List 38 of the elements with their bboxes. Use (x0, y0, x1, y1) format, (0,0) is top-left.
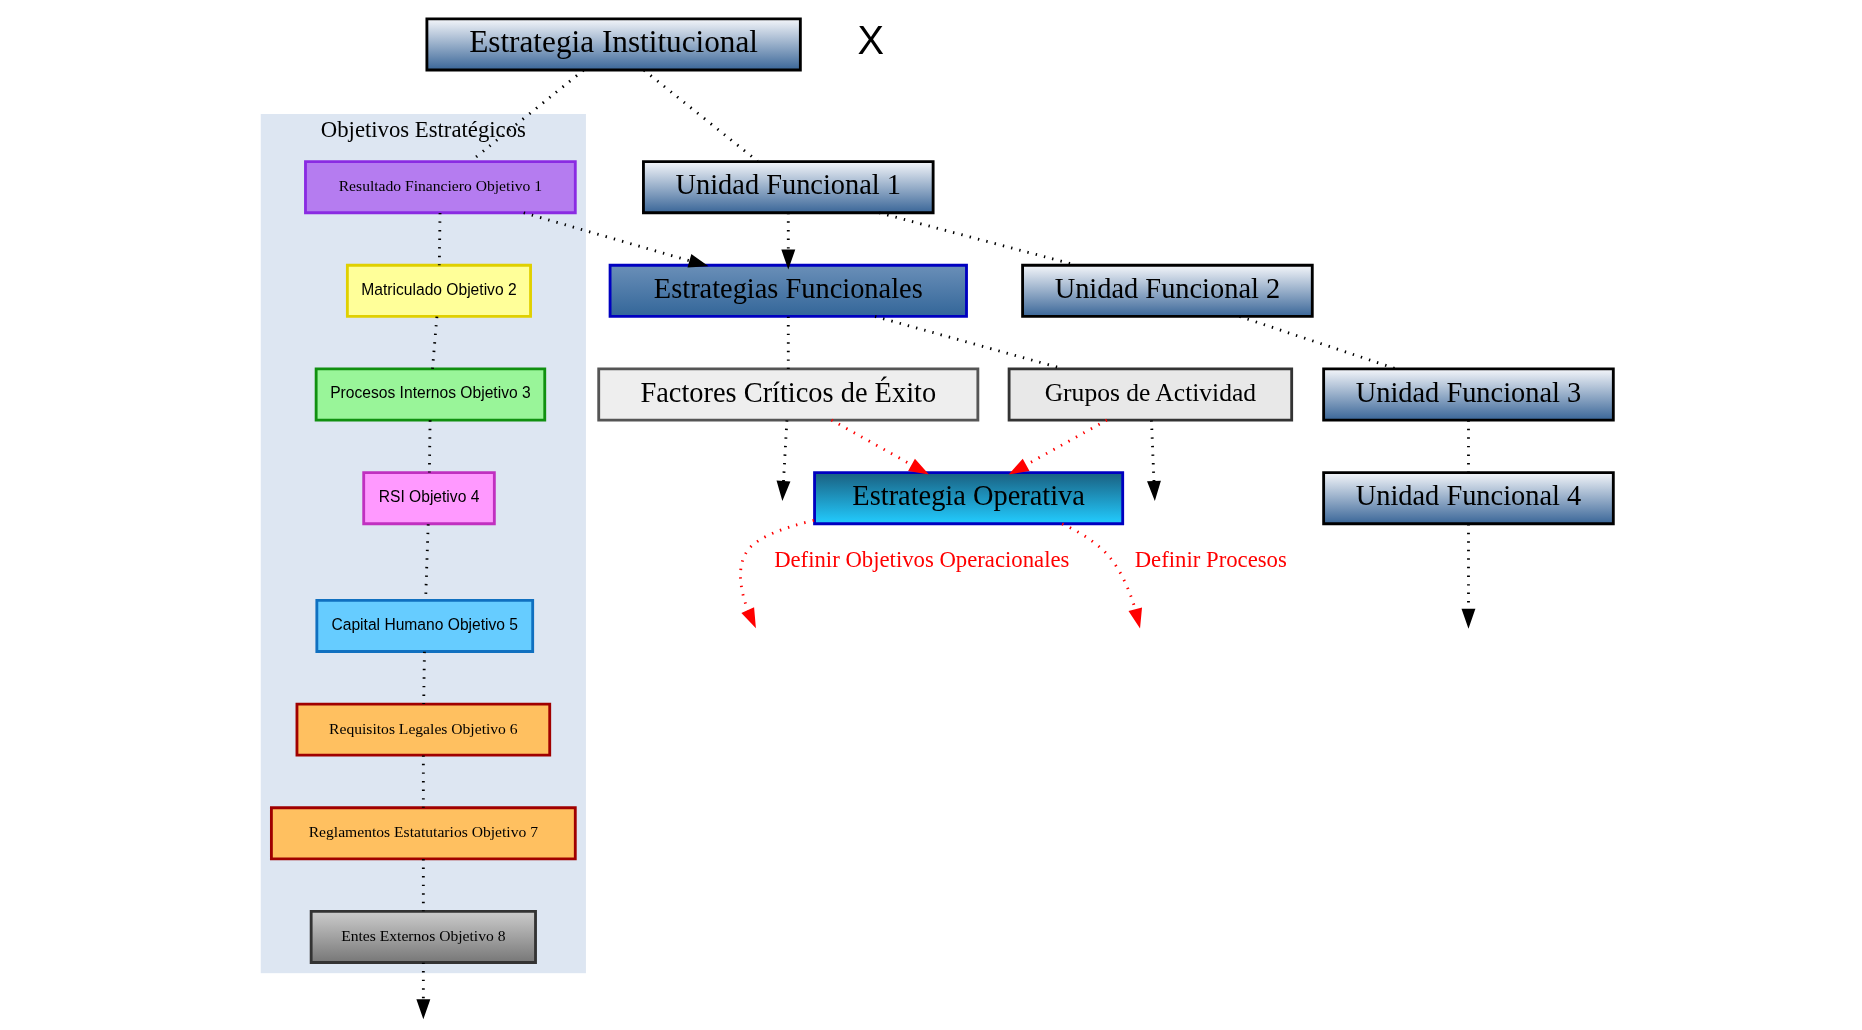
node-box: Resultado Financiero Objetivo 1 (304, 160, 577, 215)
connector (421, 755, 425, 808)
node-box: Unidad Funcional 2 (1021, 263, 1314, 318)
connector (431, 316, 439, 369)
node-box: Procesos Internos Objetivo 3 (314, 367, 547, 422)
node-box: Unidad Funcional 4 (1322, 471, 1615, 526)
node-box: RSI Objetivo 4 (362, 471, 496, 526)
node-box: Unidad Funcional 3 (1322, 367, 1615, 422)
connector (1239, 315, 1397, 371)
arrow (830, 418, 929, 475)
node-box: Estrategia Operativa (813, 471, 1125, 526)
connector (427, 420, 432, 473)
arrow (776, 420, 791, 501)
arrow (1008, 418, 1108, 475)
node-box: Unidad Funcional 1 (642, 160, 935, 215)
arrow (739, 518, 815, 629)
node-box: Reglamentos Estatutarios Objetivo 7 (269, 806, 577, 861)
connector (786, 316, 790, 369)
arrow (781, 213, 796, 270)
edge-label: Definir Procesos (1134, 547, 1287, 573)
node-box: Factores Críticos de Éxito (597, 367, 980, 422)
node-box: Matriculado Objetivo 2 (345, 263, 532, 318)
node-box: Requisitos Legales Objetivo 6 (295, 702, 552, 757)
connector (643, 69, 759, 163)
connector (437, 213, 442, 266)
arrow (1147, 420, 1161, 501)
arrow (416, 962, 431, 1020)
node-box: Capital Humano Objetivo 5 (315, 599, 535, 653)
arrow (523, 211, 709, 268)
arrow (1061, 522, 1143, 629)
node-box: Grupos de Actividad (1007, 367, 1294, 422)
arrow (1461, 524, 1476, 629)
node-box: Estrategia Institucional (425, 17, 802, 72)
node-box: Estrategias Funcionales (608, 263, 968, 318)
edge-label: Definir Objetivos Operacionales (774, 547, 1070, 573)
connector (422, 651, 426, 705)
label: X (857, 18, 884, 63)
node-box: Entes Externos Objetivo 8 (309, 909, 537, 964)
